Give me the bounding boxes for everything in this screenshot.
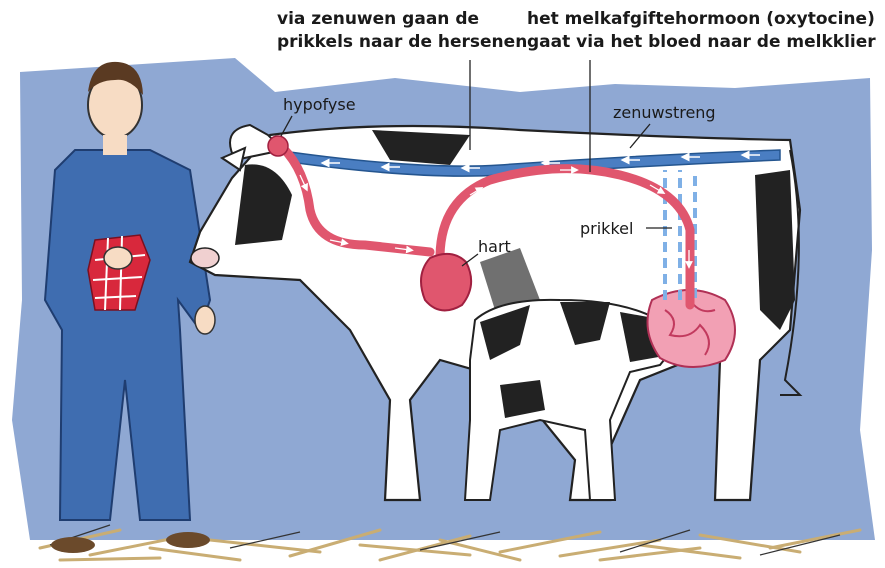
caption-nerves-line2: prikkels naar de hersenen [277, 32, 527, 52]
caption-hormone-line2: gaat via het bloed naar de melkklier [527, 32, 876, 52]
label-hypofyse: hypofyse [283, 95, 356, 114]
label-hart: hart [478, 237, 511, 256]
label-zenuwstreng: zenuwstreng [613, 103, 716, 122]
caption-nerves-line1: via zenuwen gaan de [277, 9, 479, 29]
heart-figure [421, 254, 471, 311]
label-prikkel: prikkel [580, 219, 633, 238]
hypophysis-marker [268, 136, 288, 156]
caption-hormone-line1: het melkafgiftehormoon (oxytocine) [527, 9, 875, 29]
